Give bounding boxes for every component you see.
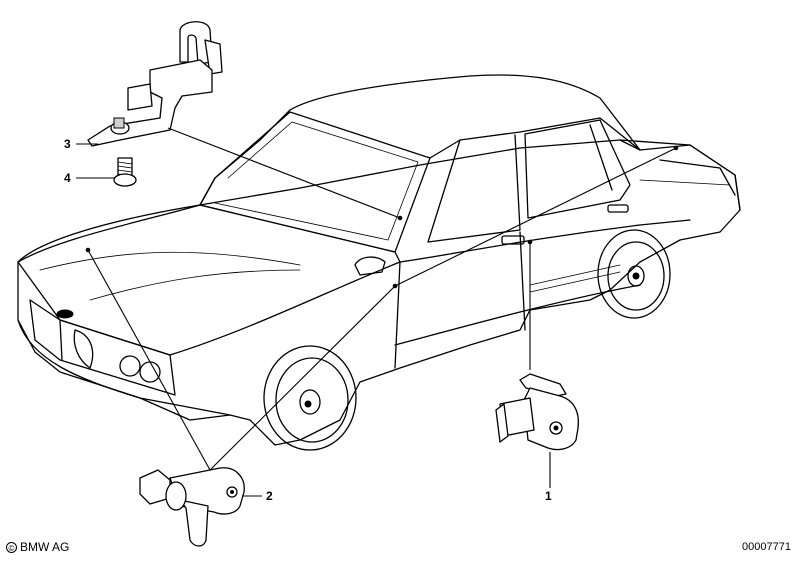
copyright-notice: © BMW AG [6, 540, 69, 554]
callout-1: 1 [545, 489, 552, 503]
car-door-front [394, 231, 526, 369]
diagram-number: 00007771 [742, 541, 791, 553]
callout-3: 3 [64, 137, 71, 151]
leader-lines [76, 127, 679, 497]
car-hood [17, 204, 401, 356]
front-wheel [263, 345, 357, 451]
callout-4: 4 [64, 171, 71, 185]
car-front-grille [29, 299, 176, 396]
car-roof [289, 74, 641, 151]
copyright-icon: © [6, 541, 17, 553]
part-2-door-contact-switch [139, 467, 245, 547]
rear-wheel [597, 229, 671, 319]
car-illustration [17, 74, 741, 451]
callout-2: 2 [266, 489, 273, 503]
brand-name: BMW AG [20, 540, 70, 554]
part-3-switch-bracket [87, 21, 223, 147]
part-4-screw [113, 157, 137, 187]
car-windshield [199, 111, 431, 253]
part-1-door-contact-switch [495, 373, 580, 451]
